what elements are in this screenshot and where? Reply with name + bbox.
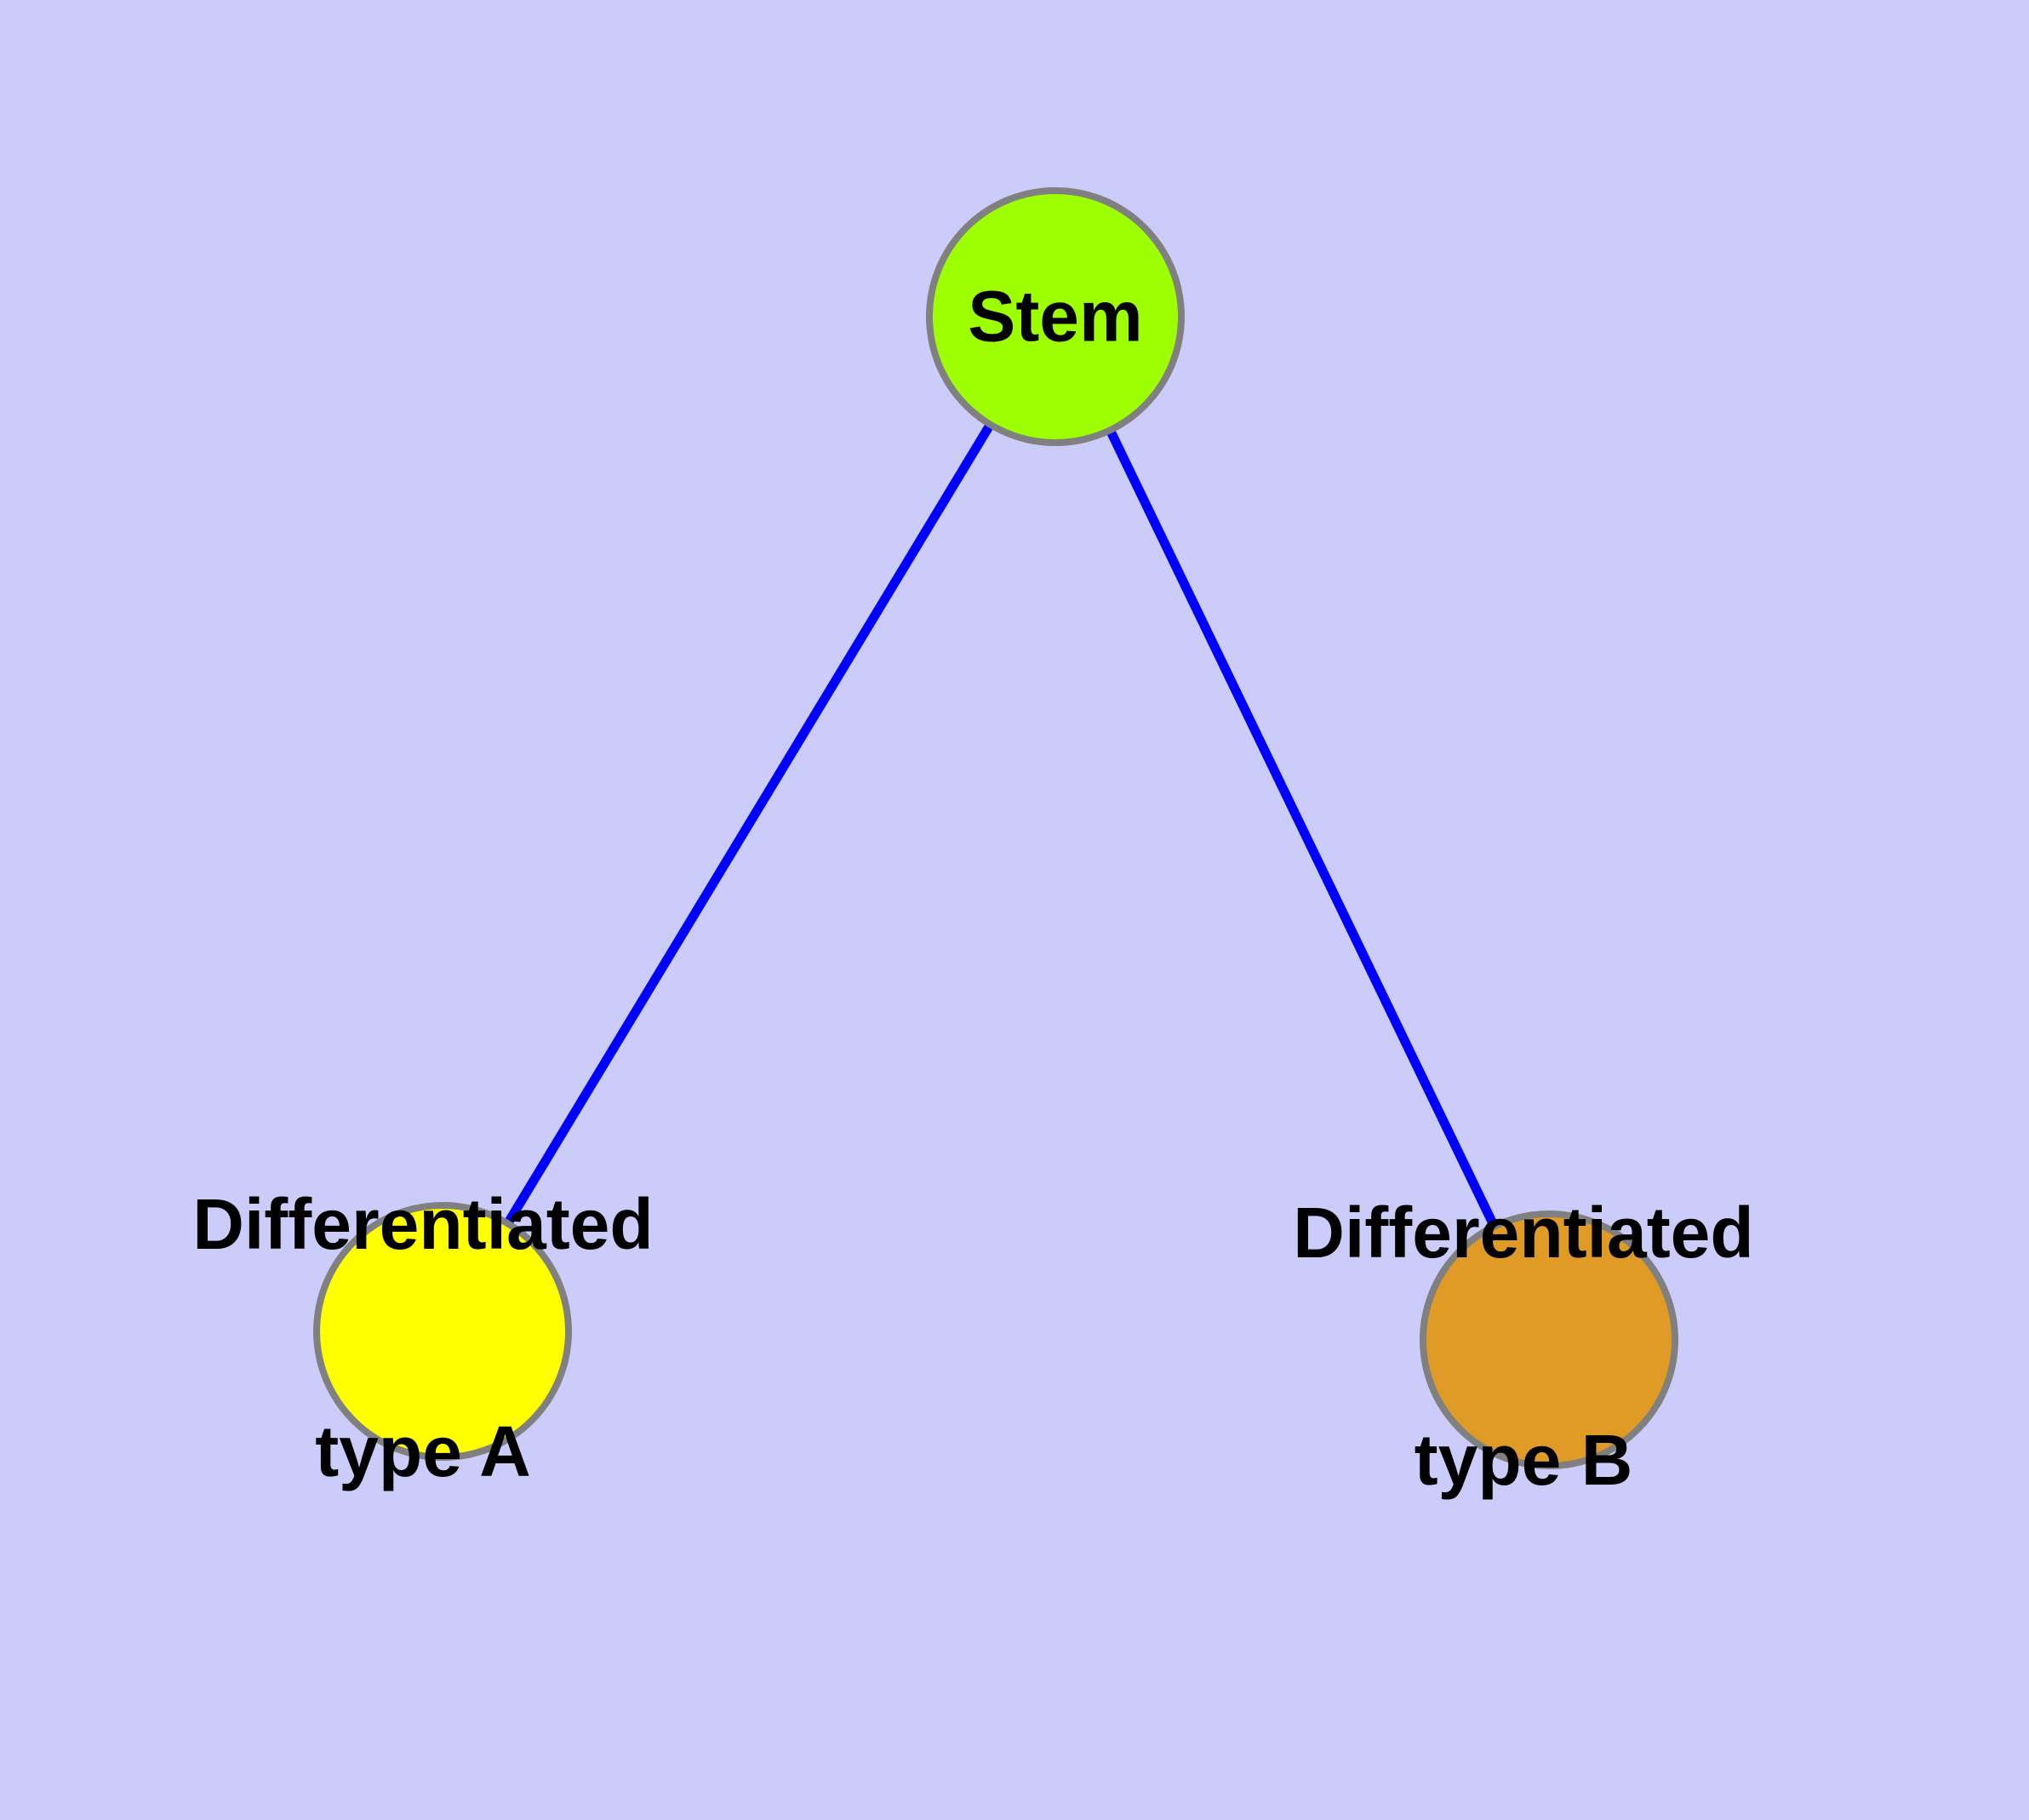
edge-stem-to-diff-a[interactable]	[438, 314, 1060, 1334]
node-diff-b-circle[interactable]	[1420, 1210, 1678, 1469]
edge-layer	[438, 314, 1553, 1342]
edge-stem-to-diff-b[interactable]	[1051, 314, 1553, 1342]
node-diff-a-circle[interactable]	[313, 1202, 572, 1461]
node-stem-circle[interactable]	[926, 187, 1185, 446]
node-layer	[313, 187, 1678, 1469]
